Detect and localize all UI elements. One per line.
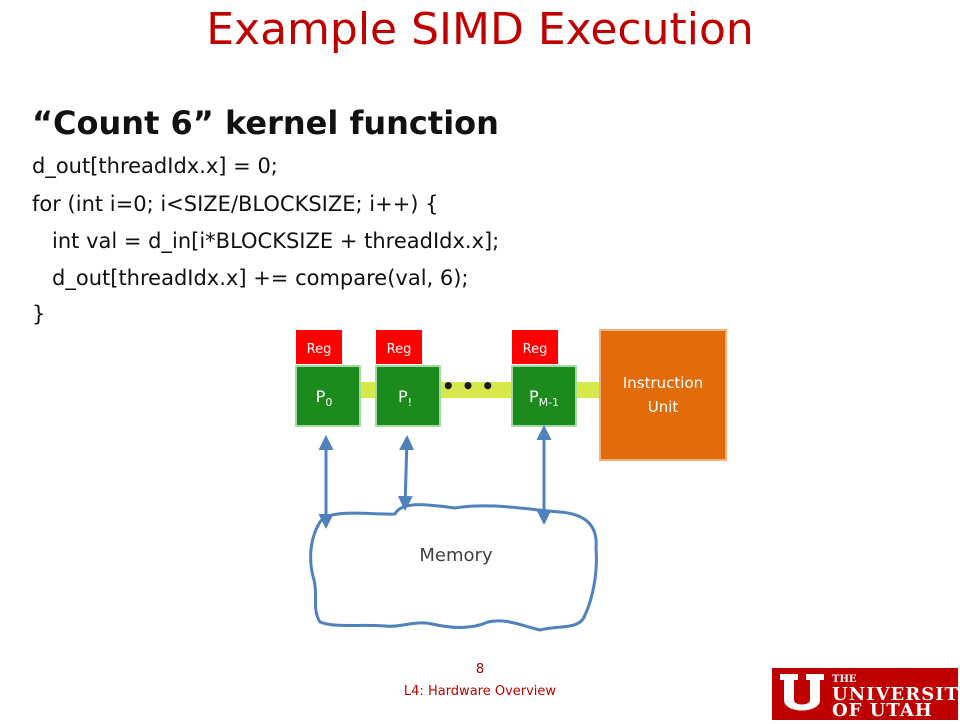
logo-line-3: OF UTAH [832,700,933,721]
processor-box [295,365,361,427]
code-line: d_out[threadIdx.x] = 0; [32,154,278,178]
processor-subscript: M-1 [539,396,559,409]
page-number: 8 [475,662,485,677]
register-label: Reg [523,342,548,357]
processor-name: P [398,387,408,406]
instruction-unit-label: Unit [648,398,679,416]
footer-label: L4: Hardware Overview [403,684,557,699]
memory-cloud [309,503,598,632]
processor-subscript: ! [408,396,412,409]
processor-name: P [529,387,539,406]
svg-text:P!: P! [398,387,412,409]
memory-label: Memory [419,545,493,566]
svg-text:P0: P0 [316,387,333,409]
register-label: Reg [387,342,412,357]
instruction-unit-label: Instruction [623,374,703,392]
register-label: Reg [307,342,332,357]
processor-subscript: 0 [325,396,332,409]
logo-line-1: THE [832,674,857,685]
university-logo [772,668,958,720]
svg-text:PM-1: PM-1 [529,387,559,409]
memory-arrow [397,435,415,511]
code-line: int val = d_in[i*BLOCKSIZE + threadIdx.x… [32,229,500,253]
processor-box [511,365,577,427]
slide-title: Example SIMD Execution [206,4,754,55]
register-box [376,330,422,364]
block-u-icon [780,674,824,711]
instruction-unit-box [599,329,727,461]
code-line: for (int i=0; i<SIZE/BLOCKSIZE; i++) { [32,192,439,216]
kernel-heading: “Count 6” kernel function [32,104,499,142]
register-box [296,330,342,364]
register-box [512,330,558,364]
processor-name: P [316,387,326,406]
ellipsis: • • • [442,374,494,398]
code-line: } [32,302,46,326]
logo-line-2: UNIVERSITY [832,684,960,705]
code-line: d_out[threadIdx.x] += compare(val, 6); [32,266,469,290]
processor-box [375,365,441,427]
